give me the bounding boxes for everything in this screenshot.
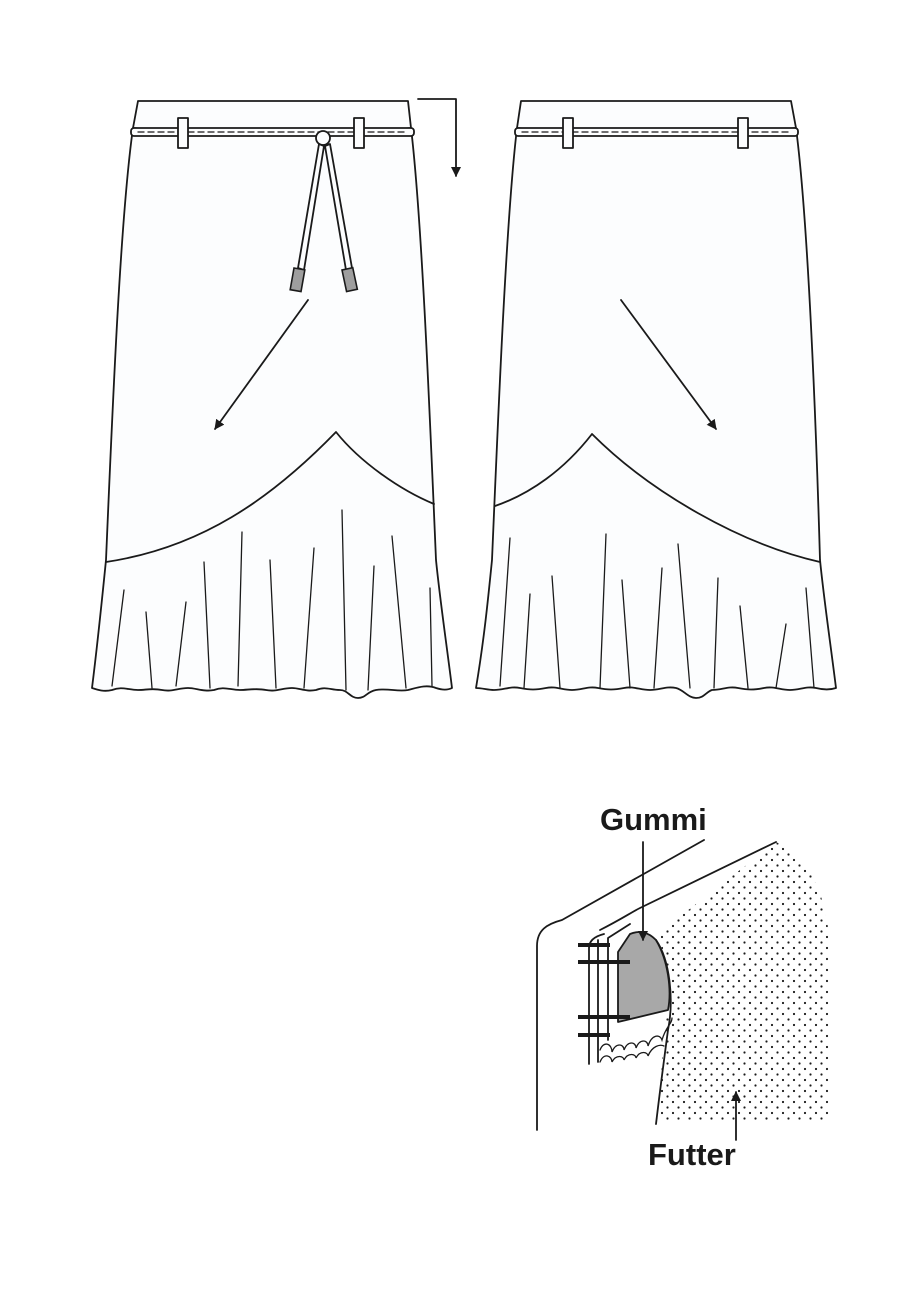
ruffle-edge (599, 1044, 665, 1063)
outer-fabric-edge (536, 839, 705, 1131)
lining-edge (655, 939, 672, 1125)
flare-folds (499, 533, 815, 689)
belt-loop (353, 117, 365, 149)
belt-loop (562, 117, 574, 149)
direction-arrow (620, 299, 717, 430)
label-gummi: Gummi (600, 802, 707, 837)
inner-fabric-edge (599, 841, 777, 931)
cord-tip (341, 266, 359, 293)
belt-loop (737, 117, 749, 149)
skirt-back (475, 100, 837, 699)
waistband-detail: Gummi Futter (536, 802, 830, 1172)
skirt-front (91, 100, 453, 699)
fold-layer (588, 933, 605, 1065)
cord-tip (289, 267, 306, 293)
label-futter: Futter (648, 1137, 736, 1172)
direction-arrow (214, 299, 309, 430)
fold-layer (607, 923, 631, 1041)
turn-arrow (417, 98, 461, 177)
belt-ring (315, 130, 331, 146)
flare-folds (111, 509, 433, 691)
godet-seam (105, 431, 435, 563)
lining-area (656, 842, 830, 1120)
skirt-front-body (91, 100, 453, 699)
skirt-back-body (475, 100, 837, 699)
godet-seam (494, 433, 821, 563)
stitch-marks (578, 943, 630, 1037)
belt-loop (177, 117, 189, 149)
ruffle-edge (599, 1017, 673, 1053)
